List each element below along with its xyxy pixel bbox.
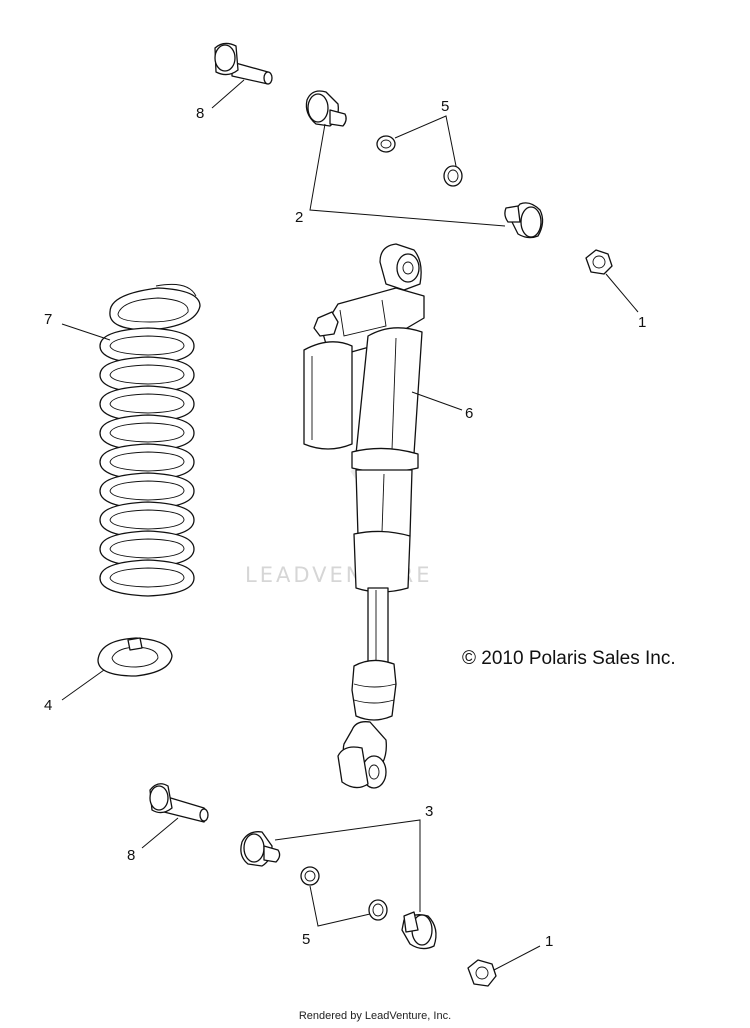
leader-washers-top (394, 115, 457, 167)
spring-coil (99, 559, 195, 597)
spring-retainer[interactable] (97, 637, 173, 677)
leader-nut-bottom (493, 945, 541, 971)
callout-shock: 6 (465, 405, 473, 422)
leader-nut-top (605, 273, 639, 313)
callout-washers-top: 5 (441, 98, 449, 115)
spring-coil-inner (109, 335, 185, 356)
bottom-bushing-right[interactable] (401, 911, 437, 950)
callout-nut-bottom: 1 (545, 933, 553, 950)
spring-coil-inner (109, 480, 185, 501)
bottom-nut[interactable] (467, 959, 497, 987)
spring-coil-inner (109, 567, 185, 588)
top-washer-2[interactable] (443, 165, 463, 187)
top-washer-1[interactable] (376, 135, 396, 153)
copyright-notice: © 2010 Polaris Sales Inc. (462, 648, 676, 669)
leader-washers-bottom (309, 885, 371, 927)
leader-retainer (61, 669, 105, 701)
spring-coil-inner (109, 393, 185, 414)
leader-bushings-bottom (274, 819, 421, 912)
spring-coil-inner (109, 451, 185, 472)
top-nut[interactable] (585, 249, 613, 275)
spring-coil-inner (109, 364, 185, 385)
top-bushing-left[interactable] (305, 90, 347, 127)
shock-absorber[interactable] (303, 243, 425, 789)
callout-spring: 7 (44, 311, 52, 328)
leader-shock (411, 391, 463, 411)
callout-bushings-top: 2 (295, 209, 303, 226)
callout-retainer: 4 (44, 697, 52, 714)
bottom-washer-1[interactable] (300, 866, 320, 886)
top-bolt[interactable] (214, 42, 273, 85)
leader-spring (61, 323, 111, 341)
leader-bushings-top (309, 123, 506, 227)
coil-spring[interactable] (99, 283, 201, 597)
callout-bolt-top: 8 (196, 105, 204, 122)
top-bushing-right[interactable] (504, 202, 544, 239)
callout-washers-bottom: 5 (302, 931, 310, 948)
spring-coil-inner (109, 422, 185, 443)
callout-nut-top: 1 (638, 314, 646, 331)
footer-credit: Rendered by LeadVenture, Inc. (298, 1010, 452, 1022)
spring-coil-inner (109, 538, 185, 559)
leader-bolt-top (211, 79, 245, 109)
spring-coils (99, 327, 195, 597)
callout-bushings-bottom: 3 (425, 803, 433, 820)
bottom-bolt[interactable] (149, 783, 209, 823)
spring-coil-inner (109, 509, 185, 530)
callout-bolt-bottom: 8 (127, 847, 135, 864)
bottom-bushing-left[interactable] (240, 831, 281, 867)
bottom-washer-2[interactable] (368, 899, 388, 921)
leader-bolt-bottom (141, 817, 179, 849)
